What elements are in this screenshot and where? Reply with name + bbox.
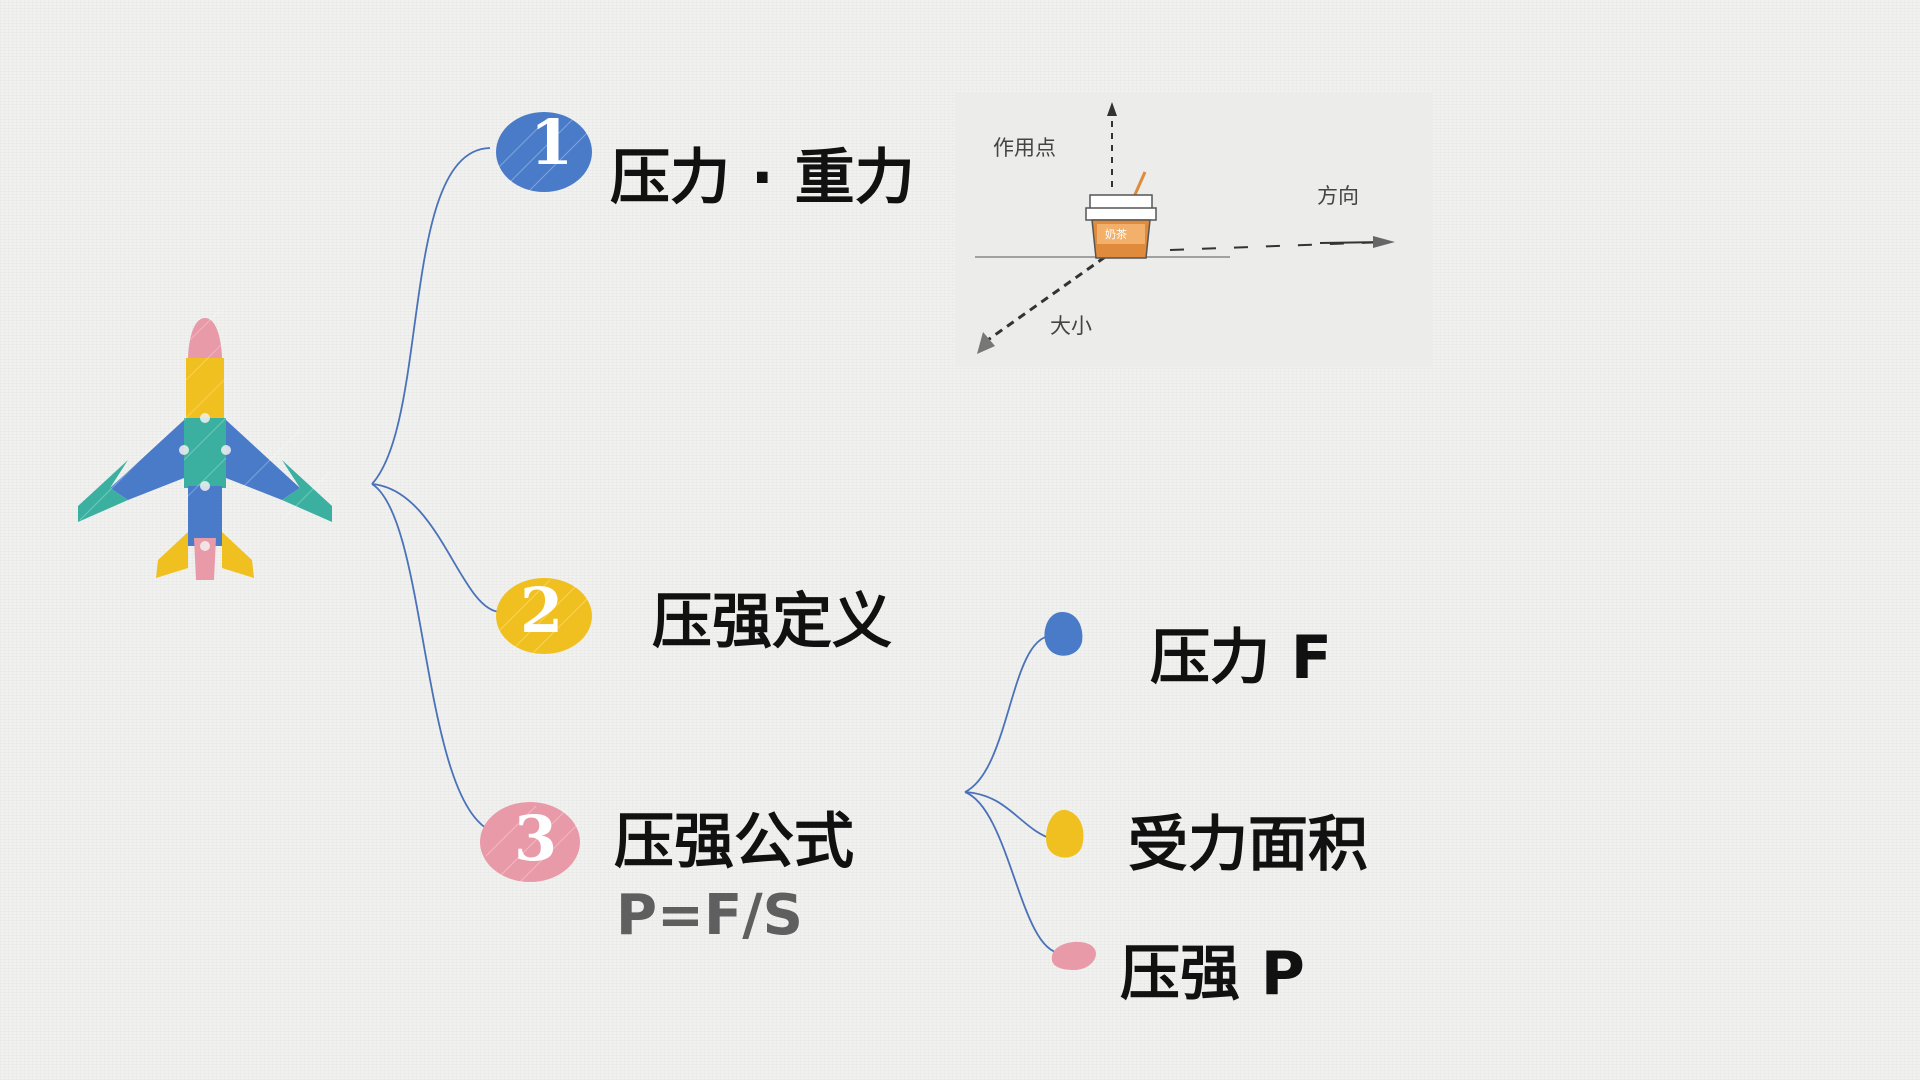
topic-2-title: 压强定义 (652, 587, 892, 657)
connector-to-topic-2 (371, 483, 501, 613)
cup-label: 奶茶 (1105, 228, 1127, 241)
airplane-left-wing-tip (78, 460, 128, 522)
airplane-tail-center (194, 538, 216, 580)
part-1-dot (1044, 612, 1083, 656)
connector-to-topic-1 (371, 147, 491, 485)
airplane-tail-right (222, 532, 254, 578)
topic-1-title: 压力 · 重力 (610, 143, 915, 213)
airplane-nose (188, 318, 222, 360)
topic-1-badge (496, 112, 592, 193)
part-3-label: 压强 P (1120, 939, 1305, 1009)
airplane-right-wing-inner (226, 420, 300, 500)
airplane-fuselage-upper (186, 358, 224, 420)
airplane-fuselage-middle (184, 418, 226, 488)
magnitude-arrow (984, 255, 1106, 344)
topic-2-number: 2 (520, 574, 564, 647)
force-diagram (975, 102, 1395, 354)
part-2-label: 受力面积 (1128, 810, 1368, 880)
topic-1-number: 1 (530, 106, 574, 179)
part-3-dot (1051, 941, 1096, 970)
part-2-dot (1046, 809, 1084, 858)
direction-label: 方向 (1317, 184, 1359, 208)
topic-3-formula: P=F/S (616, 883, 804, 948)
topic-3-badge (480, 802, 580, 883)
connector-to-part-3 (964, 791, 1061, 954)
airplane-right-wing-tip (282, 460, 332, 522)
force-illustration: 作用点 方向 大小 奶茶 (955, 92, 1433, 367)
topic-3-number: 3 (514, 802, 558, 875)
topic-2-badge (496, 578, 592, 655)
milk-tea-cup (1085, 171, 1157, 259)
point-label: 作用点 (993, 136, 1056, 160)
airplane-fuselage-lower (188, 486, 222, 546)
connector-to-part-1 (964, 635, 1051, 793)
direction-arrow (1169, 241, 1386, 251)
topic-3-title: 压强公式 (614, 807, 854, 877)
connector-to-topic-3 (371, 483, 501, 835)
airplane-left-wing-inner (110, 420, 184, 500)
connector-to-part-2 (964, 791, 1056, 841)
airplane-tail-left (156, 532, 188, 578)
airplane-icon (78, 310, 332, 580)
part-1-label: 压力 F (1150, 623, 1332, 693)
magnitude-label: 大小 (1050, 314, 1092, 338)
